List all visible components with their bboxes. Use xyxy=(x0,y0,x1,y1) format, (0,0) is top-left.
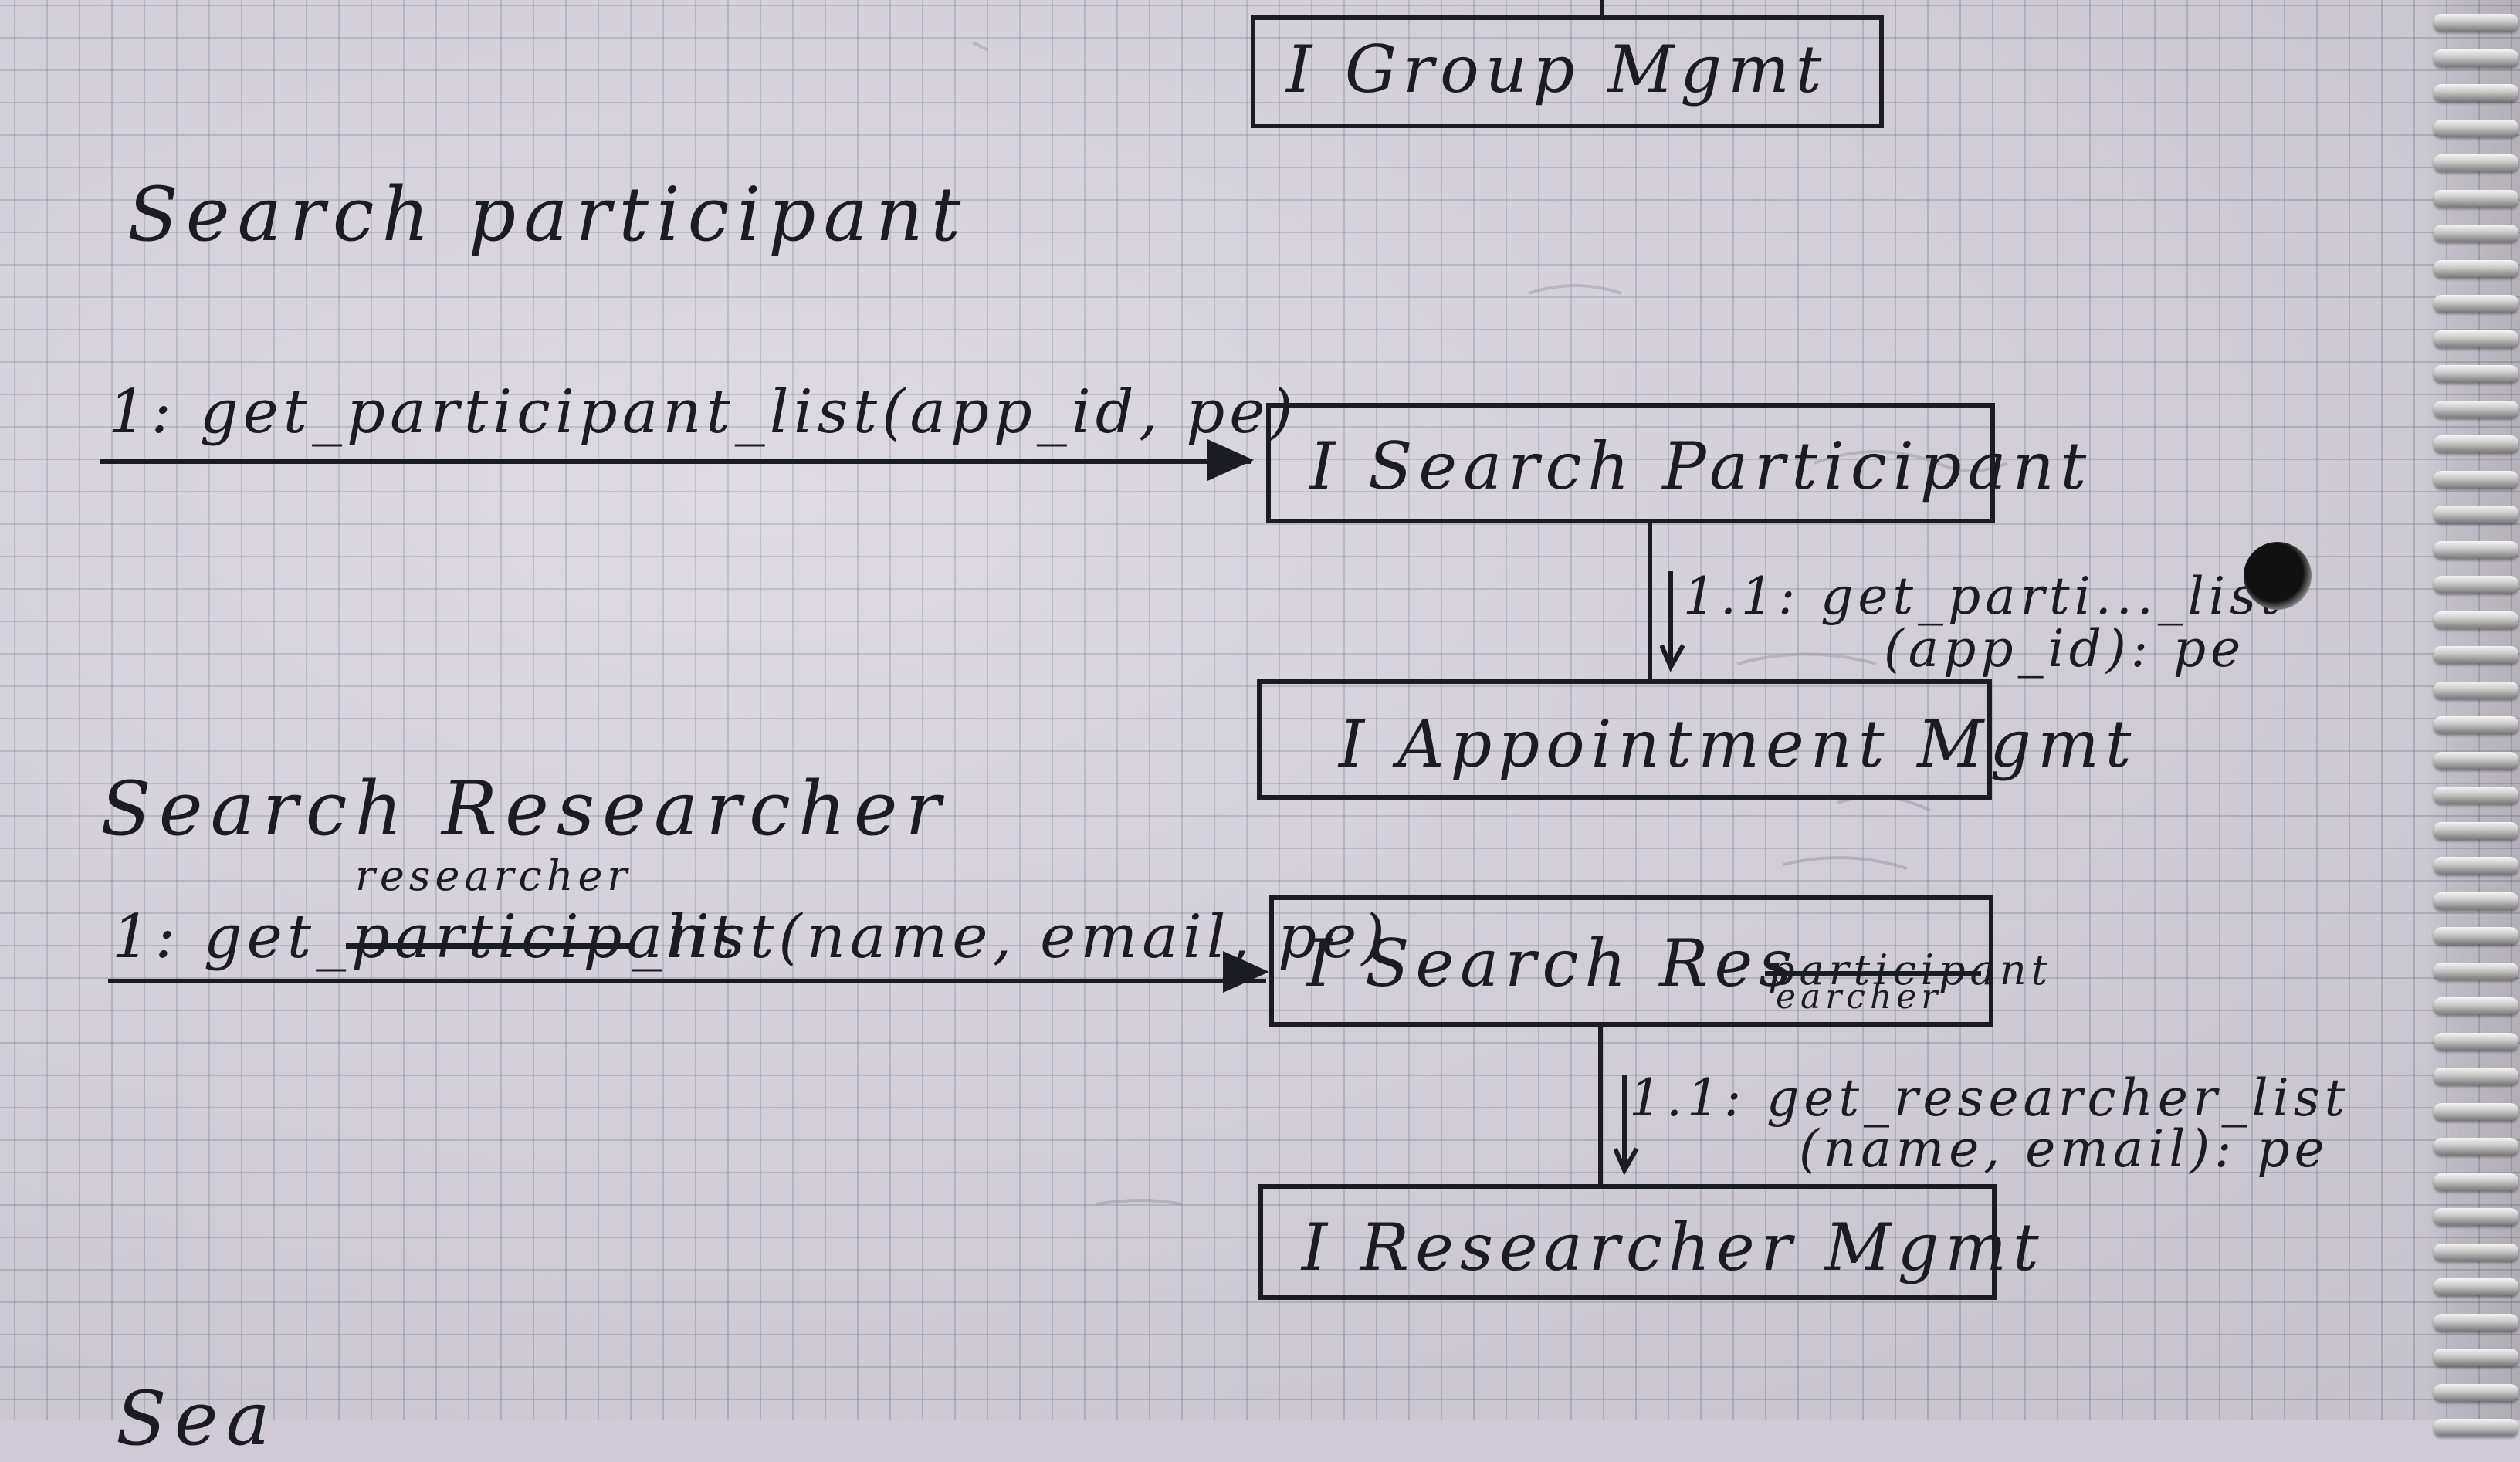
arrow-head-icon xyxy=(1223,951,1269,993)
spiral-coil xyxy=(2434,822,2518,839)
spiral-coil xyxy=(2434,120,2518,137)
interface-box-search-researcher: I Search Res participant earcher xyxy=(1269,895,2048,1027)
arrow-down-icon xyxy=(1614,1075,1639,1175)
spiral-coil xyxy=(2434,541,2518,558)
spiral-coil xyxy=(2434,857,2518,874)
spiral-binding xyxy=(2424,0,2520,1436)
interface-label-appointment-mgmt: I Appointment Mgmt xyxy=(1339,706,2138,782)
spiral-coil xyxy=(2434,1314,2518,1331)
spiral-coil xyxy=(2434,787,2518,804)
arrow-head-icon xyxy=(1208,439,1254,481)
spiral-coil xyxy=(2434,1384,2518,1401)
sub-message-researcher-line1: 1.1: get_researcher_list xyxy=(1629,1068,2350,1128)
spiral-coil xyxy=(2434,295,2518,312)
spiral-coil xyxy=(2434,260,2518,277)
spiral-coil xyxy=(2434,997,2518,1014)
spiral-coil xyxy=(2434,435,2518,452)
message-prefix-researcher: 1: get_ xyxy=(112,902,351,972)
spiral-coil xyxy=(2434,190,2518,207)
heading-search-researcher: Search Researcher xyxy=(100,766,949,852)
spiral-coil xyxy=(2434,365,2518,382)
interface-label-search-participant: I Search Participant xyxy=(1309,428,2093,504)
spiral-coil xyxy=(2434,506,2518,523)
punch-hole xyxy=(2244,542,2312,610)
interface-label-group-mgmt: I Group Mgmt xyxy=(1286,32,1828,107)
spiral-coil xyxy=(2434,892,2518,909)
strike-through-interface xyxy=(1765,971,1981,976)
spiral-coil xyxy=(2434,330,2518,347)
spiral-coil xyxy=(2434,1173,2518,1190)
message-get-participant-list: 1: get_participant_list(app_id, pe) xyxy=(108,377,1298,447)
spiral-coil xyxy=(2434,646,2518,663)
arrow-down-icon xyxy=(1660,571,1685,672)
struck-word-participant: participant xyxy=(351,902,740,972)
spiral-coil xyxy=(2434,225,2518,242)
bottom-fragment: Sea xyxy=(116,1376,278,1462)
spiral-coil xyxy=(2434,611,2518,628)
message-arrow-researcher xyxy=(108,979,1266,983)
strike-through-participant xyxy=(346,943,632,949)
interface-struck-participant: participant xyxy=(1768,946,2053,994)
message-suffix-researcher: _list(name, email, pe) xyxy=(632,902,1390,972)
interface-label-researcher-mgmt: I Researcher Mgmt xyxy=(1302,1210,2045,1285)
spiral-coil xyxy=(2434,471,2518,488)
spiral-coil xyxy=(2434,1103,2518,1120)
interface-box-search-participant: I Search Participant xyxy=(1266,403,2086,523)
spiral-coil xyxy=(2434,401,2518,418)
lifeline-top xyxy=(1600,0,1604,19)
interface-box-group-mgmt: I Group Mgmt xyxy=(1251,15,1884,128)
interface-box-appointment-mgmt: I Appointment Mgmt xyxy=(1257,679,2132,800)
message-arrow-participant xyxy=(100,459,1251,464)
spiral-coil xyxy=(2434,682,2518,699)
spiral-coil xyxy=(2434,1138,2518,1155)
sub-message-participant-line2: (app_id): pe xyxy=(1884,619,2246,679)
interface-label-search-researcher: I Search Res xyxy=(1306,926,1799,1001)
spiral-coil xyxy=(2434,576,2518,593)
spiral-coil xyxy=(2434,1244,2518,1261)
lifeline-researcher xyxy=(1598,1025,1603,1184)
spiral-coil xyxy=(2434,927,2518,944)
spiral-coil xyxy=(2434,154,2518,171)
inserted-word-researcher: researcher xyxy=(355,851,632,900)
spiral-coil xyxy=(2434,1033,2518,1050)
interface-inserted-earcher: earcher xyxy=(1776,977,1942,1017)
lifeline-participant xyxy=(1648,522,1652,679)
spiral-coil xyxy=(2434,1068,2518,1085)
sub-message-participant-line1: 1.1: get_parti..._list xyxy=(1683,567,2286,626)
spiral-coil xyxy=(2434,716,2518,733)
spiral-coil xyxy=(2434,49,2518,66)
spiral-coil xyxy=(2434,963,2518,980)
heading-search-participant: Search participant xyxy=(127,171,969,258)
interface-box-researcher-mgmt: I Researcher Mgmt xyxy=(1258,1184,2039,1300)
spiral-coil xyxy=(2434,1278,2518,1295)
spiral-coil xyxy=(2434,84,2518,101)
spiral-coil xyxy=(2434,1208,2518,1225)
sub-message-researcher-line2: (name, email): pe xyxy=(1799,1119,2329,1179)
spiral-coil xyxy=(2434,1419,2518,1436)
spiral-coil xyxy=(2434,14,2518,31)
spiral-coil xyxy=(2434,1349,2518,1366)
spiral-coil xyxy=(2434,752,2518,769)
